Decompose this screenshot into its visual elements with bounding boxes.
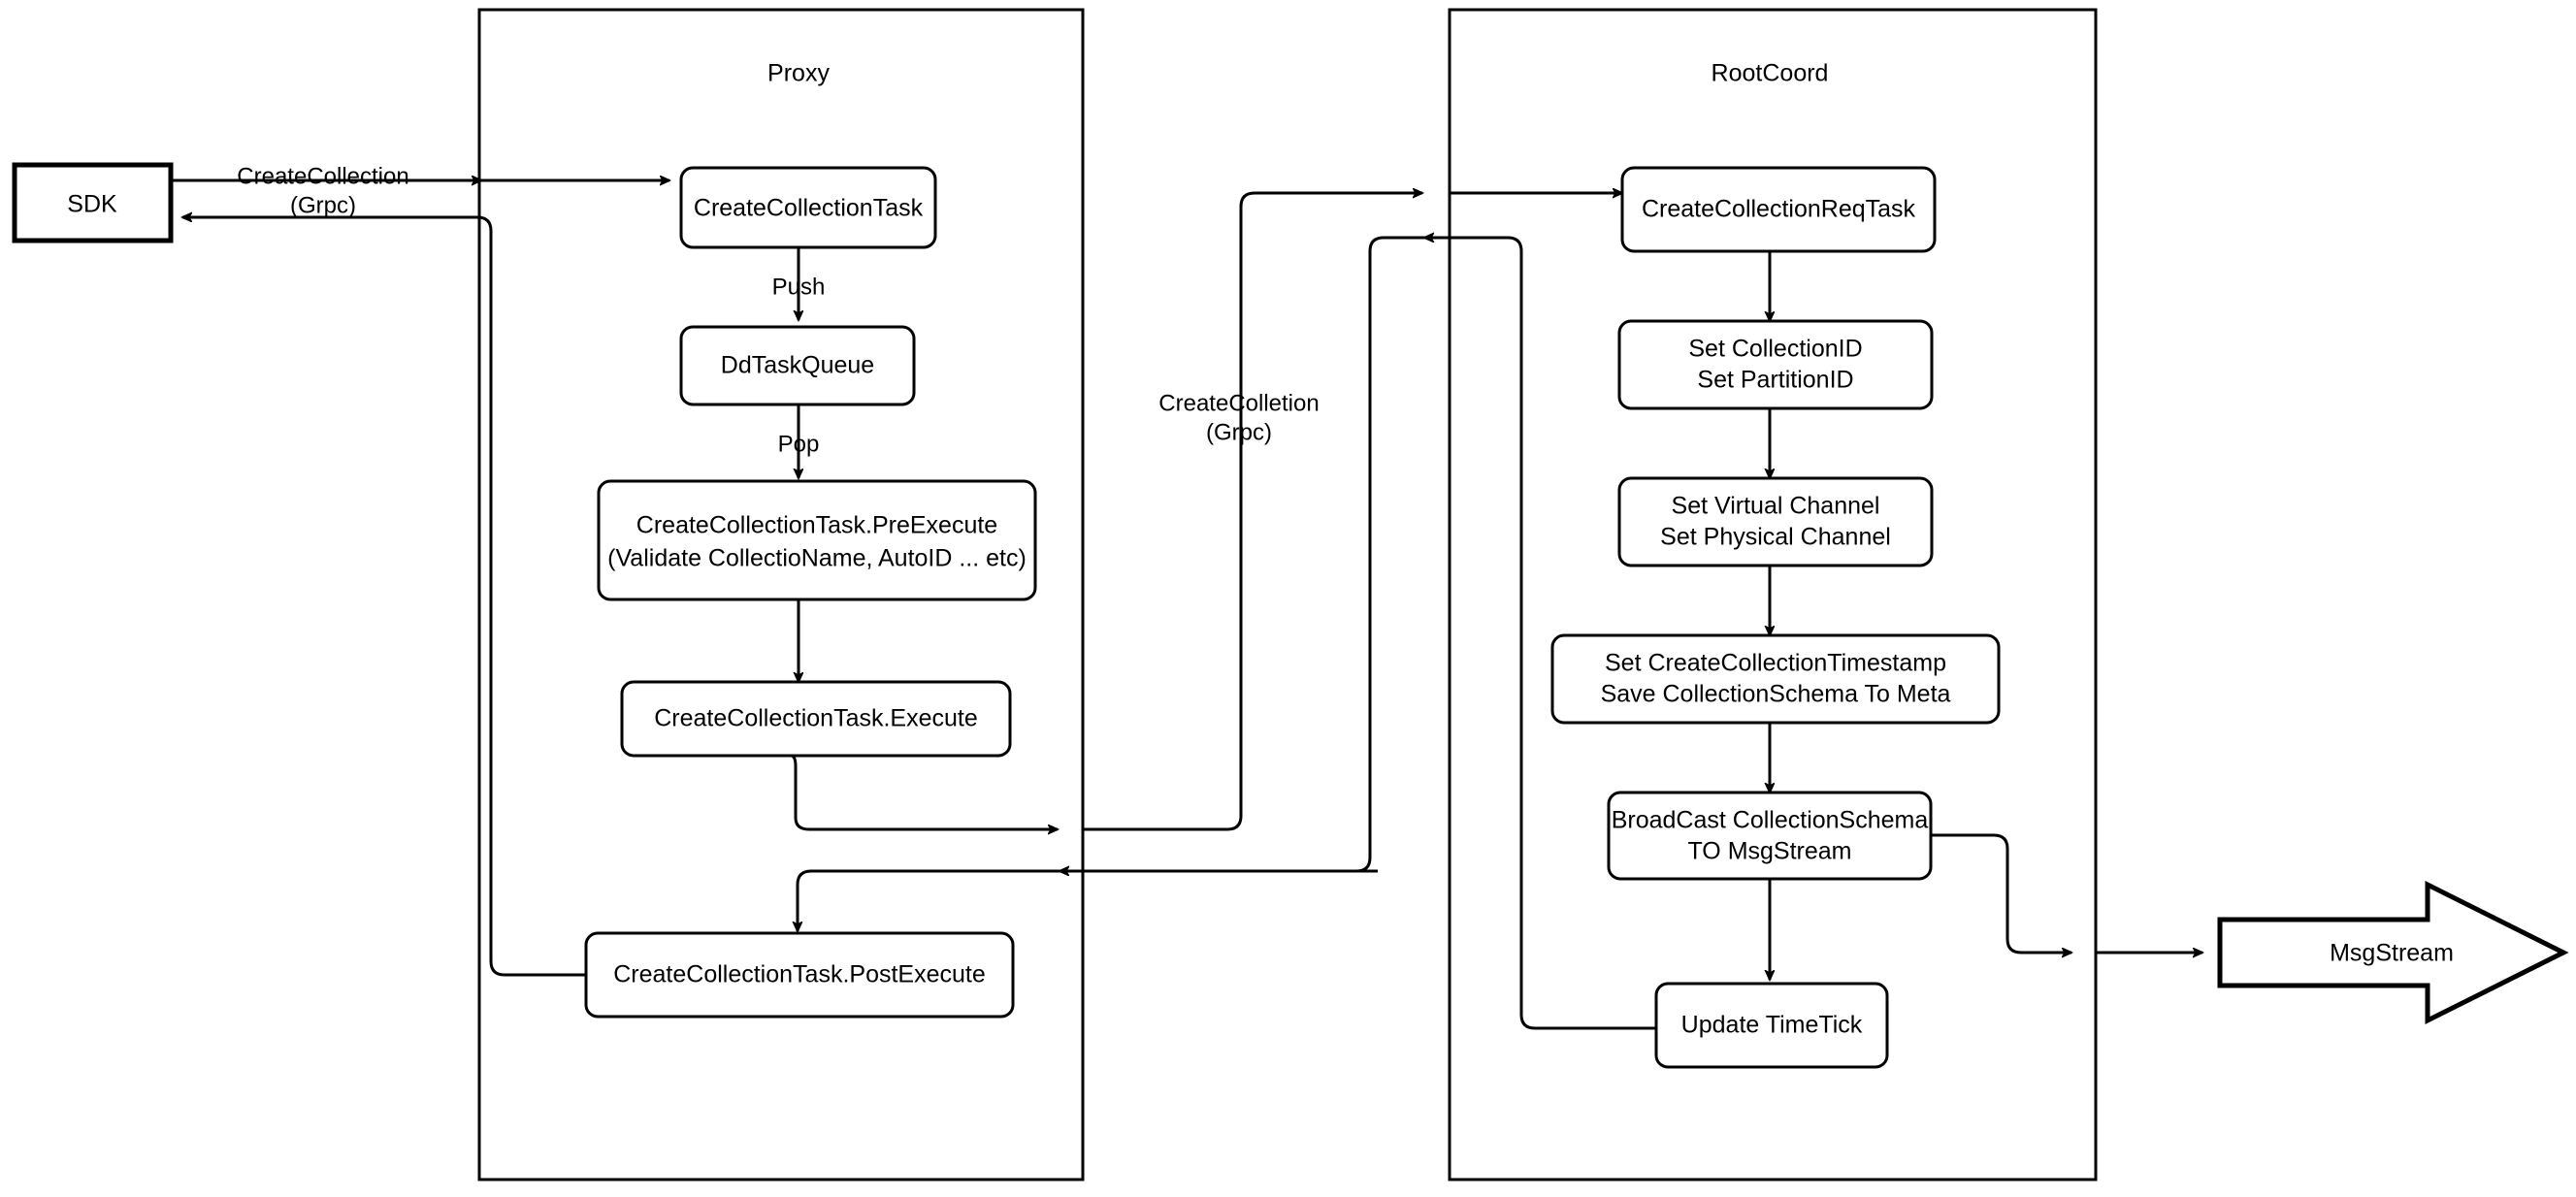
node-set-ids-label-line1: Set CollectionID bbox=[1688, 336, 1862, 363]
edge-proxy-to-rootcoord-boundary bbox=[1083, 193, 1422, 831]
node-dd-task-queue[interactable]: DdTaskQueue bbox=[679, 325, 916, 406]
node-update-timetick-label: Update TimeTick bbox=[1681, 1012, 1863, 1039]
container-rootcoord: RootCoord bbox=[1448, 8, 2098, 1181]
node-create-collection-req-task-label: CreateCollectionReqTask bbox=[1642, 196, 1916, 223]
node-set-channels-label-line2: Set Physical Channel bbox=[1660, 524, 1891, 551]
node-post-execute-label: CreateCollectionTask.PostExecute bbox=[613, 961, 986, 988]
node-set-channels-label-line1: Set Virtual Channel bbox=[1672, 493, 1880, 520]
node-broadcast[interactable]: BroadCast CollectionSchema TO MsgStream bbox=[1607, 791, 1933, 881]
node-msgstream[interactable]: MsgStream bbox=[2217, 880, 2569, 1025]
node-sdk[interactable]: SDK bbox=[12, 162, 174, 243]
node-execute-label: CreateCollectionTask.Execute bbox=[654, 705, 978, 732]
edge-broadcast-to-msgstream-boundary bbox=[1931, 833, 2071, 953]
node-create-collection-req-task[interactable]: CreateCollectionReqTask bbox=[1620, 166, 1937, 253]
node-broadcast-label-line2: TO MsgStream bbox=[1687, 838, 1851, 865]
container-proxy: Proxy bbox=[477, 8, 1085, 1181]
node-set-timestamp[interactable]: Set CreateCollectionTimestamp Save Colle… bbox=[1550, 633, 2001, 725]
node-pre-execute-label-line1: CreateCollectionTask.PreExecute bbox=[636, 512, 997, 539]
container-proxy-label: Proxy bbox=[767, 60, 830, 87]
node-msgstream-label: MsgStream bbox=[2330, 940, 2454, 967]
node-sdk-label: SDK bbox=[67, 191, 117, 218]
edge-label-push: Push bbox=[772, 274, 826, 300]
edge-label-create-colletion-grpc-line2: (Grpc) bbox=[1206, 419, 1272, 445]
edge-label-pop: Pop bbox=[778, 431, 820, 457]
node-post-execute[interactable]: CreateCollectionTask.PostExecute bbox=[584, 931, 1015, 1019]
node-pre-execute[interactable]: CreateCollectionTask.PreExecute (Validat… bbox=[597, 479, 1037, 601]
node-set-channels[interactable]: Set Virtual Channel Set Physical Channel bbox=[1617, 476, 1934, 567]
edge-rootcoord-out-to-proxy bbox=[1164, 236, 1450, 873]
node-broadcast-label-line1: BroadCast CollectionSchema bbox=[1612, 807, 1929, 834]
edge-label-create-colletion-grpc-line1: CreateColletion bbox=[1158, 390, 1319, 416]
edge-label-create-collection-grpc-line1: CreateCollection bbox=[237, 163, 408, 189]
node-pre-execute-label-line2: (Validate CollectioName, AutoID ... etc) bbox=[607, 545, 1027, 572]
node-set-ids[interactable]: Set CollectionID Set PartitionID bbox=[1617, 319, 1934, 410]
node-execute[interactable]: CreateCollectionTask.Execute bbox=[620, 680, 1012, 758]
edge-return-to-post-execute bbox=[798, 869, 1083, 931]
node-create-collection-task-label: CreateCollectionTask bbox=[694, 195, 924, 222]
edge-execute-to-rootcoord bbox=[789, 754, 1058, 829]
node-set-ids-label-line2: Set PartitionID bbox=[1697, 367, 1853, 394]
node-dd-task-queue-label: DdTaskQueue bbox=[721, 352, 874, 379]
node-set-timestamp-label-line2: Save CollectionSchema To Meta bbox=[1601, 681, 1951, 708]
edge-post-execute-to-sdk bbox=[182, 217, 588, 977]
node-create-collection-task[interactable]: CreateCollectionTask bbox=[679, 166, 937, 249]
node-update-timetick[interactable]: Update TimeTick bbox=[1654, 982, 1889, 1069]
edge-update-timetick-to-return bbox=[1424, 238, 1666, 1030]
edge-label-create-collection-grpc-line2: (Grpc) bbox=[290, 192, 356, 218]
node-set-timestamp-label-line1: Set CreateCollectionTimestamp bbox=[1605, 650, 1946, 677]
container-rootcoord-label: RootCoord bbox=[1712, 60, 1829, 87]
